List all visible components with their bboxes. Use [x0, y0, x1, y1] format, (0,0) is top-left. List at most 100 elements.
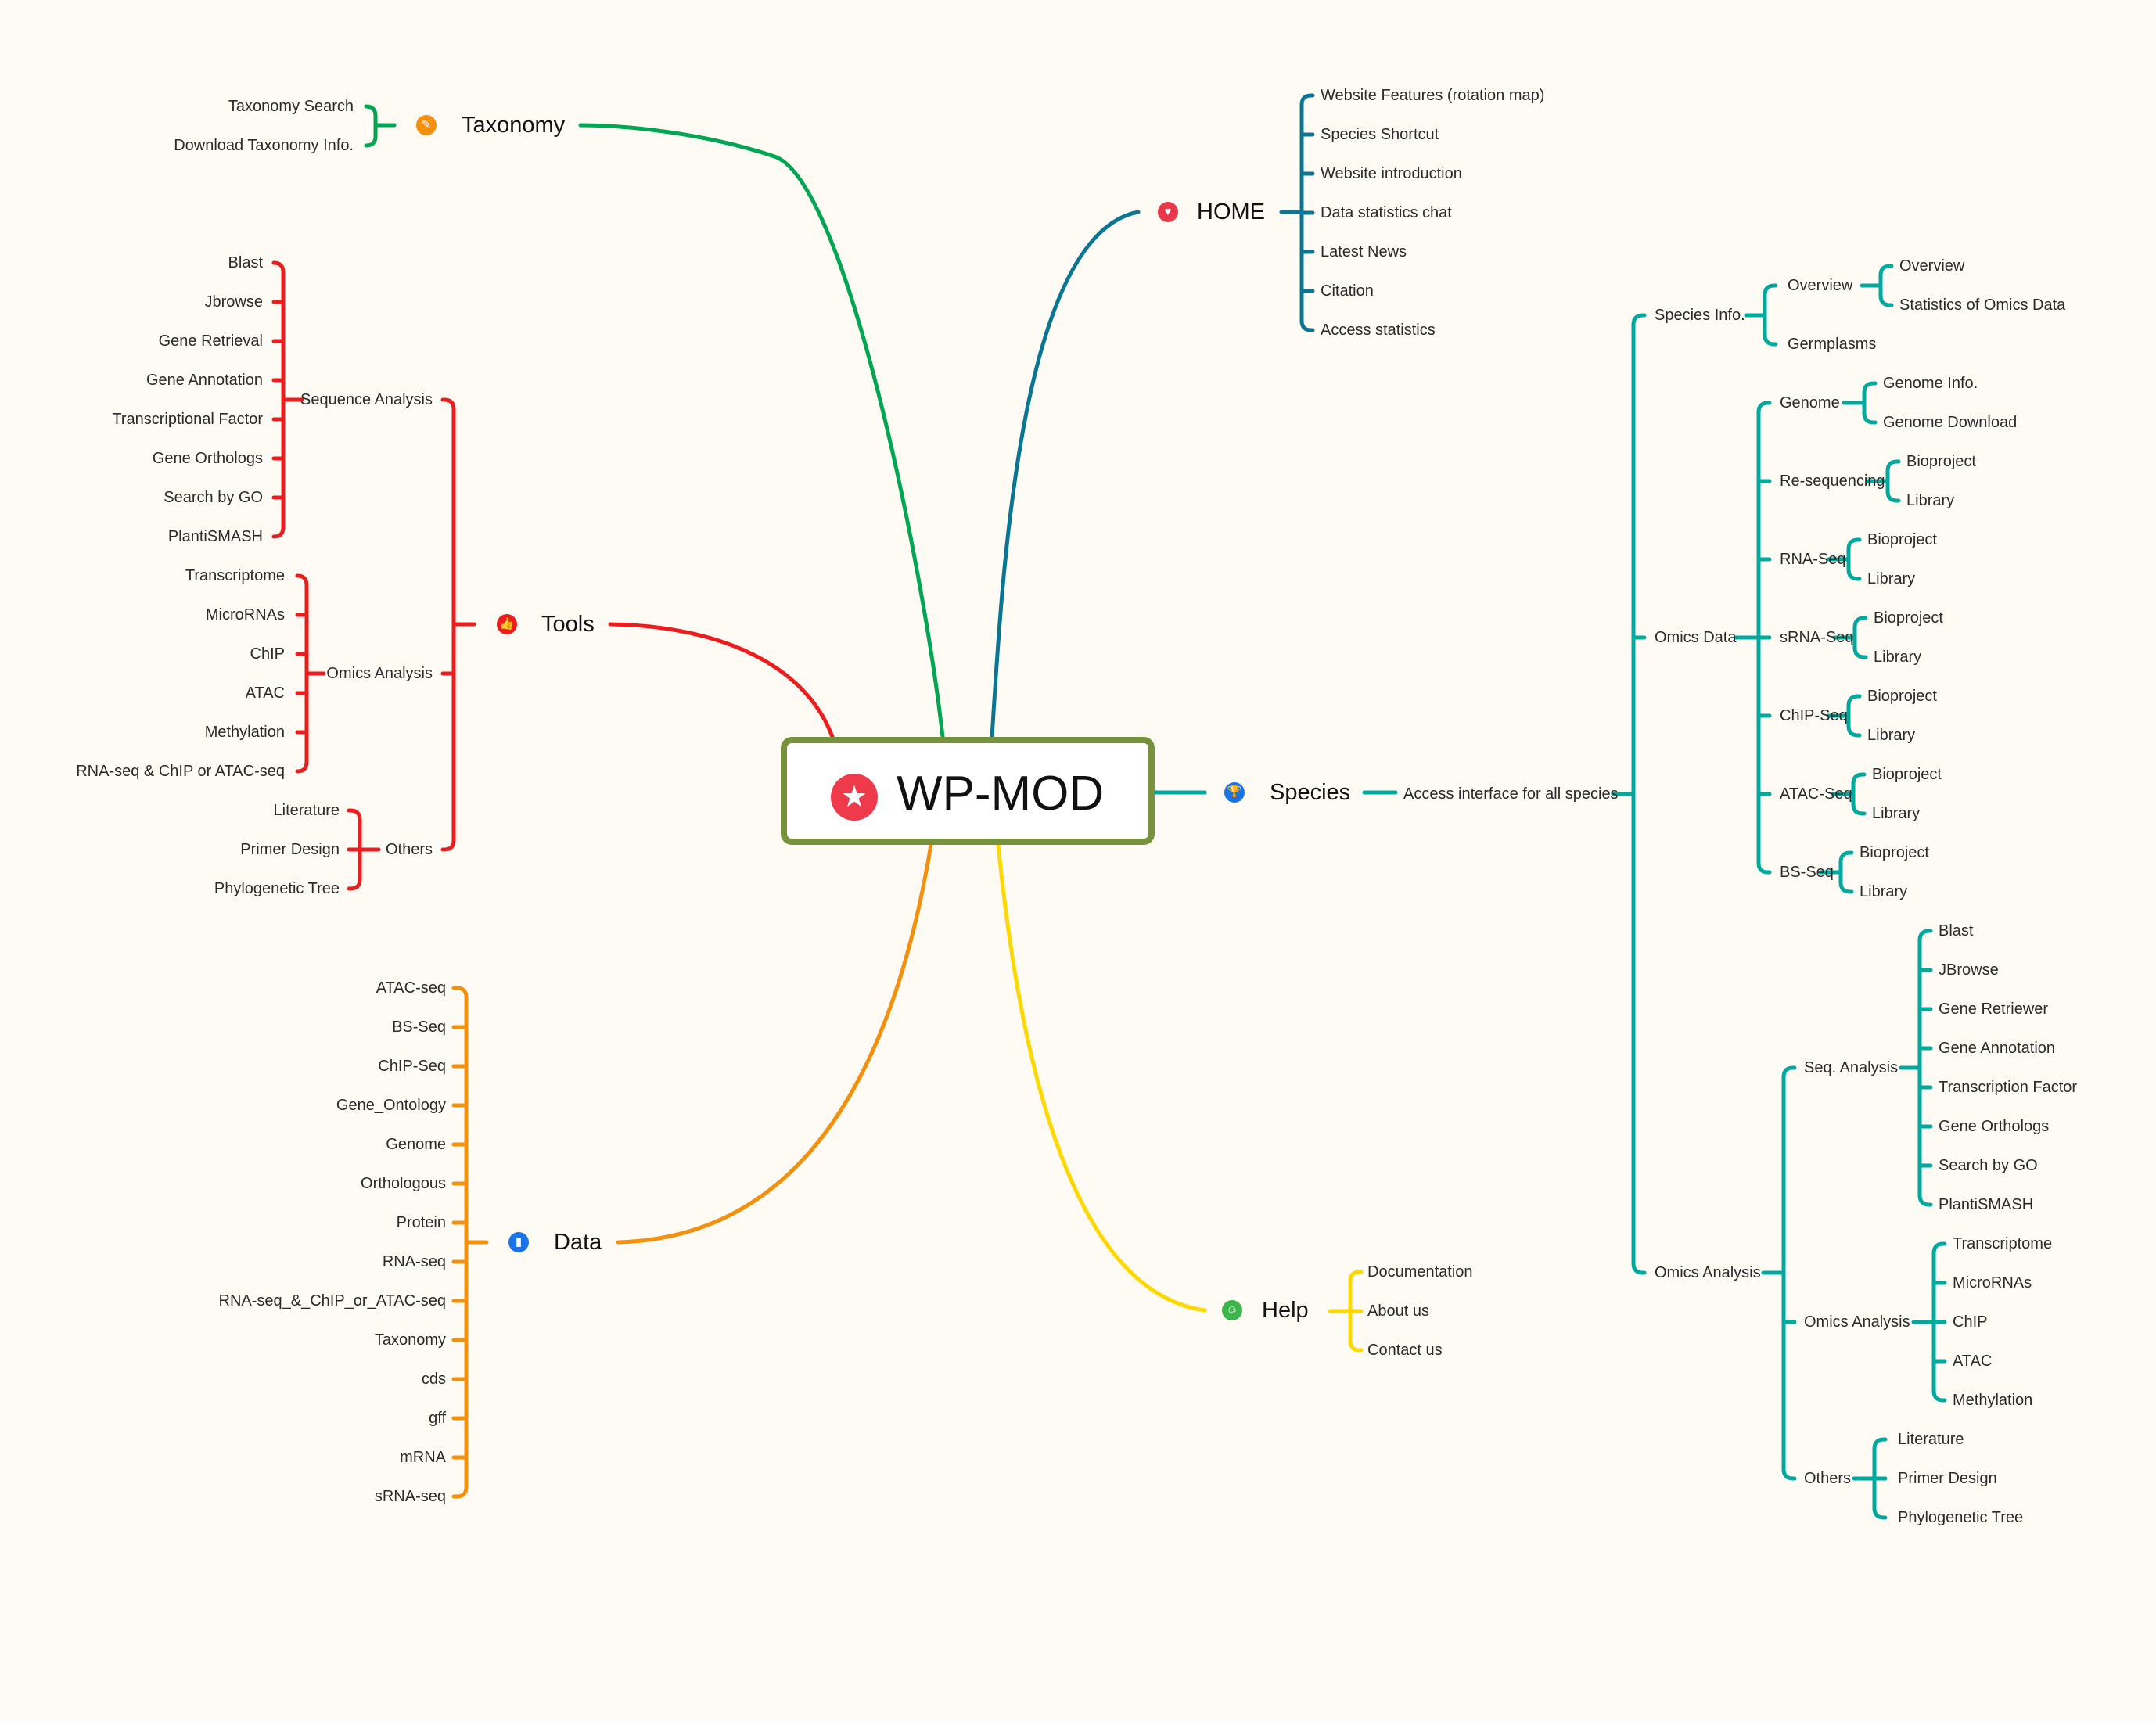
omics-rna-seq-chip-or-atac-seq[interactable]: RNA-seq & ChIP or ATAC-seq — [76, 763, 285, 780]
omics-atac[interactable]: ATAC — [245, 684, 285, 702]
data-cds[interactable]: cds — [421, 1371, 446, 1388]
data-protein[interactable]: Protein — [396, 1214, 446, 1231]
tools-others-phylogenetic-tree[interactable]: Phylogenetic Tree — [214, 880, 340, 897]
species-omics-methylation[interactable]: Methylation — [1953, 1392, 2033, 1409]
taxonomy-download-taxonomy-info[interactable]: Download Taxonomy Info. — [174, 137, 354, 154]
species-seq-gene-annotation[interactable]: Gene Annotation — [1939, 1040, 2056, 1057]
species-access-label[interactable]: Access interface for all species — [1403, 785, 1619, 803]
omics-data-chip-seq-library[interactable]: Library — [1867, 727, 1916, 744]
home-citation[interactable]: Citation — [1321, 282, 1374, 300]
help-about-us[interactable]: About us — [1367, 1302, 1429, 1320]
omics-data-bs-seq-bioproject[interactable]: Bioproject — [1860, 844, 1929, 861]
tools-sequence-analysis[interactable]: Sequence Analysis — [300, 391, 433, 408]
species-seq-search-by-go[interactable]: Search by GO — [1939, 1157, 2038, 1174]
species-seq-gene-retriewer[interactable]: Gene Retriewer — [1939, 1001, 2049, 1018]
seq-plantismash[interactable]: PlantiSMASH — [167, 528, 263, 545]
species-info-germplasms[interactable]: Germplasms — [1788, 336, 1877, 353]
data-bs-seq[interactable]: BS-Seq — [392, 1019, 446, 1036]
species-omics-analysis[interactable]: Omics Analysis — [1655, 1264, 1761, 1281]
omics-data-re-sequencing-library[interactable]: Library — [1906, 492, 1955, 509]
species-seq-plantismash[interactable]: PlantiSMASH — [1939, 1196, 2034, 1213]
home-species-shortcut[interactable]: Species Shortcut — [1321, 126, 1439, 143]
species-info[interactable]: Species Info. — [1655, 307, 1745, 324]
omics-data-srna-seq-bioproject[interactable]: Bioproject — [1874, 609, 1943, 627]
species-seq-gene-orthologs[interactable]: Gene Orthologs — [1939, 1118, 2050, 1135]
omics-data-genome-genome-info[interactable]: Genome Info. — [1883, 375, 1978, 392]
root-node[interactable]: ★ WP-MOD — [781, 737, 1155, 845]
omics-data-atac-seq[interactable]: ATAC-Seq — [1780, 785, 1852, 803]
branch-help[interactable]: Help — [1262, 1298, 1309, 1323]
data-rna-seq-chip-or-atac-seq[interactable]: RNA-seq_&_ChIP_or_ATAC-seq — [218, 1292, 447, 1310]
omics-data-srna-seq[interactable]: sRNA-Seq — [1780, 629, 1854, 646]
home-access-statistics[interactable]: Access statistics — [1321, 322, 1436, 339]
seq-gene-annotation[interactable]: Gene Annotation — [146, 372, 263, 389]
omics-transcriptome[interactable]: Transcriptome — [185, 567, 285, 584]
help-documentation[interactable]: Documentation — [1367, 1263, 1473, 1281]
species-omics-micrornas[interactable]: MicroRNAs — [1953, 1274, 2032, 1292]
data-gene-ontology[interactable]: Gene_Ontology — [336, 1097, 446, 1114]
data-orthologous[interactable]: Orthologous — [361, 1175, 446, 1192]
omics-methylation[interactable]: Methylation — [204, 724, 285, 741]
data-gff[interactable]: gff — [429, 1410, 446, 1427]
branch-home[interactable]: HOME — [1197, 199, 1265, 225]
data-srna-seq[interactable]: sRNA-seq — [374, 1488, 446, 1505]
seq-search-by-go[interactable]: Search by GO — [163, 489, 263, 506]
home-latest-news[interactable]: Latest News — [1321, 243, 1407, 260]
branch-data[interactable]: Data — [554, 1230, 602, 1255]
data-mrna[interactable]: mRNA — [400, 1449, 446, 1466]
taxonomy-taxonomy-search[interactable]: Taxonomy Search — [228, 98, 354, 115]
help-contact-us[interactable]: Contact us — [1367, 1342, 1443, 1359]
tools-others-literature[interactable]: Literature — [273, 802, 340, 819]
species-omics-atac[interactable]: ATAC — [1953, 1353, 1993, 1370]
omics-data-genome-genome-download[interactable]: Genome Download — [1883, 414, 2018, 431]
omics-data-bs-seq[interactable]: BS-Seq — [1780, 864, 1834, 881]
species-info-overview[interactable]: Overview — [1788, 277, 1853, 294]
seq-gene-orthologs[interactable]: Gene Orthologs — [152, 450, 263, 467]
omics-data-re-sequencing-bioproject[interactable]: Bioproject — [1906, 453, 1976, 470]
omics-chip[interactable]: ChIP — [250, 645, 285, 663]
omics-data-srna-seq-library[interactable]: Library — [1874, 649, 1922, 666]
omics-data-genome[interactable]: Genome — [1780, 394, 1840, 411]
omics-data-chip-seq[interactable]: ChIP-Seq — [1780, 707, 1848, 724]
species-omics-chip[interactable]: ChIP — [1953, 1313, 1988, 1331]
branch-taxonomy[interactable]: Taxonomy — [462, 113, 566, 138]
omics-micrornas[interactable]: MicroRNAs — [205, 606, 285, 623]
species-seq-jbrowse[interactable]: JBrowse — [1939, 961, 1999, 979]
omics-data-re-sequencing[interactable]: Re-sequencing — [1780, 472, 1885, 490]
branch-tools[interactable]: Tools — [541, 612, 595, 637]
data-rna-seq[interactable]: RNA-seq — [382, 1253, 446, 1270]
species-omics-data[interactable]: Omics Data — [1655, 629, 1737, 646]
omics-data-rna-seq-library[interactable]: Library — [1867, 570, 1916, 587]
data-atac-seq[interactable]: ATAC-seq — [376, 979, 446, 997]
seq-transcriptional-factor[interactable]: Transcriptional Factor — [112, 411, 263, 428]
species-seq-analysis[interactable]: Seq. Analysis — [1804, 1059, 1899, 1076]
seq-gene-retrieval[interactable]: Gene Retrieval — [158, 332, 263, 350]
species-others-phylogenetic-tree[interactable]: Phylogenetic Tree — [1898, 1509, 2024, 1526]
home-data-statistics-chat[interactable]: Data statistics chat — [1321, 204, 1452, 221]
species-others[interactable]: Others — [1804, 1470, 1852, 1487]
species-omics-analysis-sub[interactable]: Omics Analysis — [1804, 1313, 1910, 1331]
species-seq-blast[interactable]: Blast — [1939, 922, 1974, 940]
tools-others-primer-design[interactable]: Primer Design — [240, 841, 340, 858]
omics-data-atac-seq-library[interactable]: Library — [1872, 805, 1921, 822]
tools-omics-analysis[interactable]: Omics Analysis — [326, 665, 433, 682]
branch-species[interactable]: Species — [1270, 780, 1351, 805]
omics-data-chip-seq-bioproject[interactable]: Bioproject — [1867, 688, 1937, 705]
species-others-primer-design[interactable]: Primer Design — [1898, 1470, 1997, 1487]
overview-overview[interactable]: Overview — [1899, 257, 1965, 275]
species-omics-transcriptome[interactable]: Transcriptome — [1953, 1235, 2053, 1252]
data-chip-seq[interactable]: ChIP-Seq — [378, 1058, 446, 1075]
species-others-literature[interactable]: Literature — [1898, 1431, 1964, 1448]
omics-data-atac-seq-bioproject[interactable]: Bioproject — [1872, 766, 1942, 783]
home-website-features-rotation-map[interactable]: Website Features (rotation map) — [1321, 87, 1545, 104]
seq-jbrowse[interactable]: Jbrowse — [204, 293, 263, 311]
omics-data-rna-seq-bioproject[interactable]: Bioproject — [1867, 531, 1937, 548]
overview-statistics-of-omics-data[interactable]: Statistics of Omics Data — [1899, 296, 2066, 314]
data-taxonomy[interactable]: Taxonomy — [374, 1331, 446, 1349]
tools-others[interactable]: Others — [385, 841, 433, 858]
species-seq-transcription-factor[interactable]: Transcription Factor — [1939, 1079, 2078, 1096]
home-website-introduction[interactable]: Website introduction — [1321, 165, 1462, 182]
data-genome[interactable]: Genome — [386, 1136, 446, 1153]
omics-data-bs-seq-library[interactable]: Library — [1860, 883, 1908, 900]
omics-data-rna-seq[interactable]: RNA-Seq — [1780, 551, 1846, 568]
